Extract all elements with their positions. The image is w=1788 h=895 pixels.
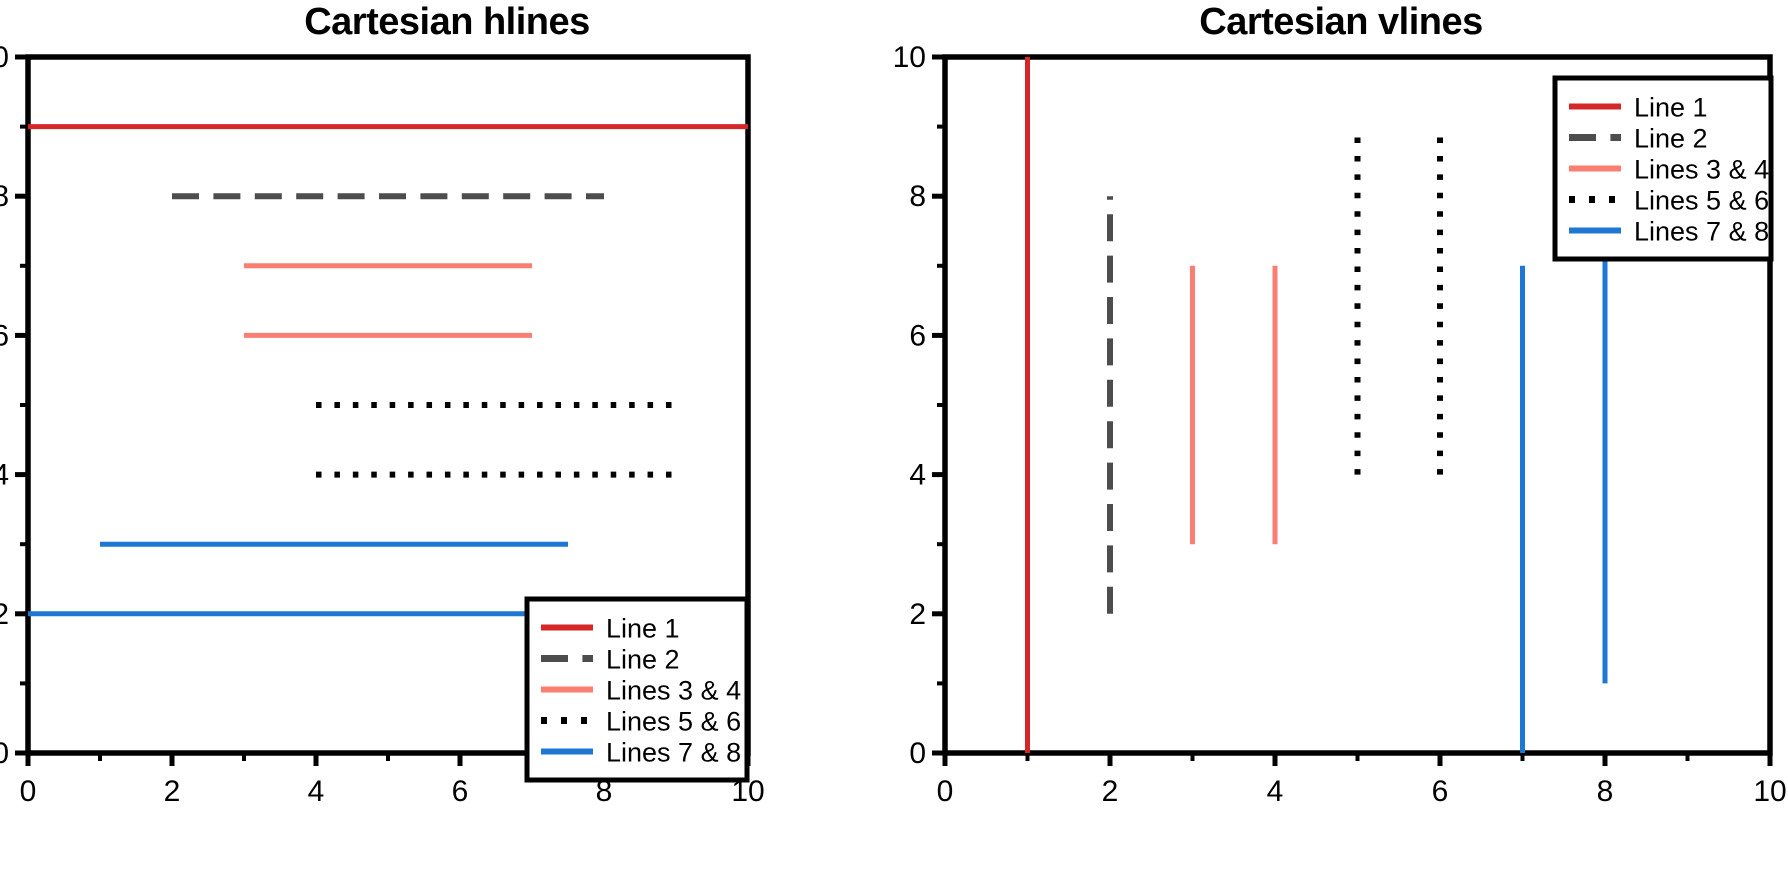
- x-tick-label: 10: [1753, 775, 1786, 808]
- y-tick-label: 2: [909, 598, 926, 631]
- y-tick-label: 0: [0, 737, 9, 770]
- x-tick-label: 0: [20, 775, 37, 808]
- x-tick-label: 2: [1102, 775, 1119, 808]
- x-tick-label: 4: [1267, 775, 1284, 808]
- legend-label-4: Lines 5 & 6: [606, 707, 741, 737]
- legend-label-1: Line 1: [606, 614, 680, 644]
- legend-label-4: Lines 5 & 6: [1634, 186, 1769, 216]
- y-tick-label: 10: [894, 41, 926, 74]
- y-tick-label: 8: [909, 180, 926, 213]
- page-title-left: Cartesian hlines: [304, 1, 590, 43]
- y-tick-label: 10: [0, 41, 9, 74]
- series-5: [28, 541, 568, 617]
- y-tick-label: 6: [0, 319, 9, 352]
- legend-label-2: Line 2: [1634, 124, 1708, 154]
- y-tick-label: 4: [0, 459, 9, 492]
- x-tick-label: 6: [1432, 775, 1449, 808]
- legend-label-5: Lines 7 & 8: [1634, 217, 1769, 247]
- y-tick-label: 0: [909, 737, 926, 770]
- legend-label-3: Lines 3 & 4: [1634, 155, 1769, 185]
- series-3: [244, 263, 532, 338]
- series-3: [1190, 265, 1278, 545]
- y-tick-label: 8: [0, 180, 9, 213]
- series-4: [316, 402, 676, 478]
- legend-label-1: Line 1: [1634, 93, 1708, 123]
- y-tick-label: 2: [0, 598, 9, 631]
- legend-label-3: Lines 3 & 4: [606, 676, 741, 706]
- x-tick-label: 0: [937, 775, 954, 808]
- x-tick-label: 4: [308, 775, 325, 808]
- y-tick-label: 6: [909, 319, 926, 352]
- x-tick-label: 6: [452, 775, 469, 808]
- x-tick-label: 2: [164, 775, 181, 808]
- x-tick-label: 8: [596, 775, 613, 808]
- legend-label-2: Line 2: [606, 645, 680, 675]
- y-tick-label: 4: [909, 459, 926, 492]
- legend-label-5: Lines 7 & 8: [606, 738, 741, 768]
- x-tick-label: 8: [1597, 775, 1614, 808]
- series-4: [1354, 137, 1443, 475]
- page-title-right: Cartesian vlines: [1199, 1, 1483, 43]
- series-5: [1520, 231, 1608, 753]
